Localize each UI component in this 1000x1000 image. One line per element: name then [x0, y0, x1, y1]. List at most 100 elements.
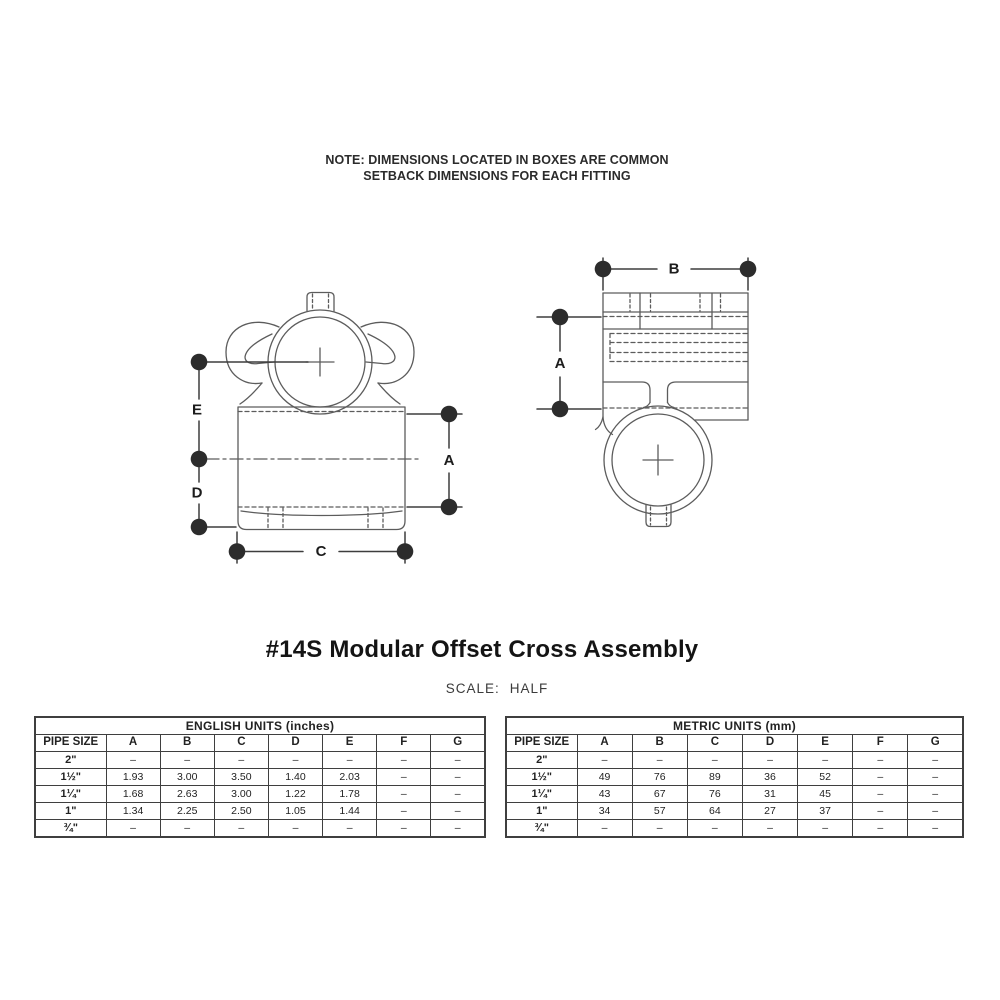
- dimension-cell: –: [852, 819, 909, 838]
- dimension-cell: 1.40: [267, 768, 324, 786]
- dimension-cell: –: [376, 802, 432, 820]
- dimension-cell: 43: [576, 785, 633, 803]
- front-view-drawing: E D A C: [190, 291, 463, 564]
- table-title: ENGLISH UNITS (inches): [34, 716, 486, 735]
- dimension-cell: 1.44: [322, 802, 378, 820]
- dimension-cell: 31: [741, 785, 799, 803]
- dim-line-left: [198, 361, 237, 528]
- dimension-cell: –: [797, 751, 854, 769]
- dimension-cell: 3.00: [159, 768, 215, 786]
- note-text: NOTE: DIMENSIONS LOCATED IN BOXES ARE CO…: [0, 153, 994, 184]
- dimension-cell: 45: [797, 785, 854, 803]
- scale-value: HALF: [509, 681, 549, 696]
- dimension-cell: 49: [576, 768, 633, 786]
- column-header: D: [741, 734, 799, 752]
- dimension-cell: 76: [686, 785, 743, 803]
- dimension-cell: 64: [686, 802, 743, 820]
- dimension-cell: –: [376, 819, 432, 838]
- side-outer-circle: [603, 405, 713, 515]
- dim-label-b: B: [669, 261, 680, 278]
- dim-label-a-side: A: [555, 355, 566, 372]
- dimension-cell: –: [267, 819, 324, 838]
- dimension-cell: –: [430, 768, 486, 786]
- dimension-cell: 1.68: [105, 785, 161, 803]
- dimension-cell: –: [907, 768, 964, 786]
- table-row: 2"–––––––: [34, 751, 486, 769]
- dimension-cell: 27: [741, 802, 799, 820]
- dimension-cell: 1.22: [267, 785, 324, 803]
- table-row: 2"–––––––: [505, 751, 964, 769]
- pipe-size-cell: 1¼": [34, 785, 107, 803]
- column-header: B: [631, 734, 688, 752]
- dim-label-e: E: [192, 402, 202, 419]
- pipe-size-cell: ¾": [34, 819, 107, 838]
- dim-label-a-front: A: [444, 452, 455, 469]
- side-inner-circle: [611, 413, 705, 507]
- pipe-size-cell: 1½": [34, 768, 107, 786]
- dimension-cell: 36: [741, 768, 799, 786]
- column-header: B: [159, 734, 215, 752]
- dimension-cell: 2.50: [213, 802, 269, 820]
- dimension-cell: –: [852, 802, 909, 820]
- dimension-cell: 2.25: [159, 802, 215, 820]
- scale-text: SCALE: HALF: [0, 681, 994, 696]
- pipe-size-cell: 1½": [505, 768, 578, 786]
- dimension-cell: –: [852, 785, 909, 803]
- dimension-cell: 76: [631, 768, 688, 786]
- dimension-cell: –: [576, 751, 633, 769]
- dimension-cell: 57: [631, 802, 688, 820]
- dimension-cell: 1.05: [267, 802, 324, 820]
- dimension-cell: –: [213, 751, 269, 769]
- pipe-size-cell: ¾": [505, 819, 578, 838]
- dim-label-d: D: [192, 485, 203, 502]
- dimension-cell: –: [907, 802, 964, 820]
- dim-line-a-front: [406, 413, 463, 508]
- column-header: A: [576, 734, 633, 752]
- page-title: #14S Modular Offset Cross Assembly: [265, 636, 699, 663]
- dimension-cell: 89: [686, 768, 743, 786]
- dimension-cell: 37: [797, 802, 854, 820]
- column-header: A: [105, 734, 161, 752]
- dimension-cell: –: [159, 751, 215, 769]
- dimension-cell: 67: [631, 785, 688, 803]
- dimension-cell: 3.00: [213, 785, 269, 803]
- scale-label: SCALE:: [445, 681, 500, 696]
- column-header: PIPE SIZE: [34, 734, 107, 752]
- dimension-cell: 1.34: [105, 802, 161, 820]
- dimension-cell: –: [267, 751, 324, 769]
- dimension-cell: –: [430, 802, 486, 820]
- dimension-cell: 1.78: [322, 785, 378, 803]
- side-hidden-detail: [609, 332, 748, 363]
- dimension-cell: –: [741, 751, 799, 769]
- dimension-cell: –: [576, 819, 633, 838]
- front-top-tab: [306, 291, 335, 312]
- dimension-cell: 34: [576, 802, 633, 820]
- side-dimension-markers: [551, 260, 757, 418]
- dimension-cell: –: [213, 819, 269, 838]
- dim-label-c: C: [316, 543, 327, 560]
- column-header: G: [430, 734, 486, 752]
- dimension-cell: –: [797, 819, 854, 838]
- front-right-ear: [360, 321, 415, 385]
- column-header: C: [213, 734, 269, 752]
- dimension-cell: –: [686, 751, 743, 769]
- dimension-cell: –: [852, 751, 909, 769]
- dimension-cell: –: [430, 819, 486, 838]
- note-line-1: NOTE: DIMENSIONS LOCATED IN BOXES ARE CO…: [325, 153, 669, 167]
- pipe-size-cell: 2": [34, 751, 107, 769]
- note-line-2: SETBACK DIMENSIONS FOR EACH FITTING: [363, 168, 631, 183]
- column-header: E: [322, 734, 378, 752]
- column-header: F: [852, 734, 909, 752]
- dimension-cell: –: [852, 768, 909, 786]
- technical-drawing: E D A C: [190, 257, 757, 564]
